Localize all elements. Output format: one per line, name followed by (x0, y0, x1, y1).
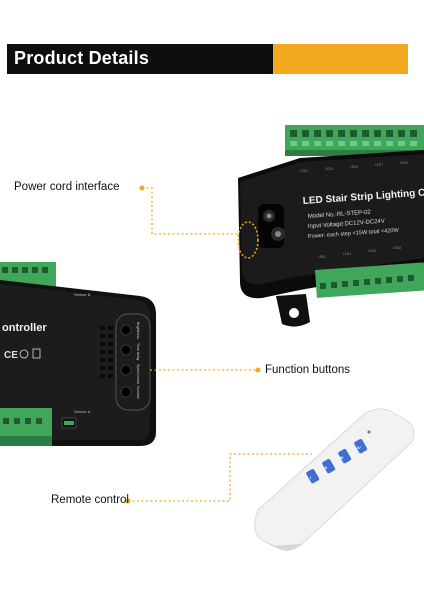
remote-button-1 (306, 469, 320, 484)
power-cord-leader (142, 187, 240, 235)
button-label-number: Number (136, 386, 140, 400)
remote-button-4-label: IV (357, 445, 361, 450)
side-controller: ontroller Sensor B Sensor A CE Brightnes… (0, 262, 156, 446)
cert-icon (19, 349, 29, 359)
sensor-a-label: Sensor A (74, 409, 91, 414)
remote-button-4 (354, 439, 368, 454)
callout-power-cord: Power cord interface (14, 181, 120, 193)
remote-button-3 (338, 449, 352, 464)
svg-text:LED3: LED3 (325, 167, 333, 171)
callout-remote-control: Remote control (51, 494, 129, 506)
remote-button-2 (322, 459, 336, 474)
terminal-block-top (285, 125, 424, 156)
device-main-voltage: Input Voltage:DC12V-DC24V (308, 219, 385, 230)
svg-text:LED2: LED2 (318, 255, 326, 259)
remote-button-3-label: III (340, 455, 343, 460)
remote-control: I II III IV (254, 408, 415, 551)
device-side-title: ontroller (2, 322, 47, 334)
svg-text:LED8: LED8 (393, 246, 401, 250)
svg-text:LED7: LED7 (375, 163, 383, 167)
terminal-block-bottom (315, 262, 424, 298)
page-title: Product Details (14, 48, 150, 68)
sensor-b-label: Sensor B (74, 292, 91, 297)
svg-text:LED1: LED1 (300, 169, 308, 173)
svg-text:LED5: LED5 (350, 165, 358, 169)
power-jacks (258, 204, 285, 248)
device-main-model: Model No.:RL-STEP-02 (308, 210, 372, 220)
header-accent-bar (273, 44, 408, 74)
svg-text:LED4: LED4 (343, 252, 351, 256)
callout-function-buttons: Function buttons (265, 364, 351, 376)
button-label-time-delay: Time delay (136, 343, 140, 361)
function-buttons-panel: Brightness Time delay Speed mode Number (115, 313, 151, 411)
svg-text:LED6: LED6 (368, 249, 376, 253)
header-banner: Product Details (0, 44, 424, 74)
button-label-speed-mode: Speed mode (136, 364, 140, 384)
ce-mark: CE (4, 350, 18, 361)
remote-button-2-label: II (325, 465, 327, 470)
remote-indicator-light (367, 430, 371, 434)
svg-text:LED9: LED9 (400, 161, 408, 165)
button-label-brightness: Brightness (136, 322, 140, 339)
recycle-bin-icon (32, 348, 41, 359)
remote-control-leader (128, 453, 312, 502)
header-bar (7, 44, 273, 74)
power-cord-highlight (237, 221, 259, 259)
remote-button-1-label: I (310, 475, 311, 480)
